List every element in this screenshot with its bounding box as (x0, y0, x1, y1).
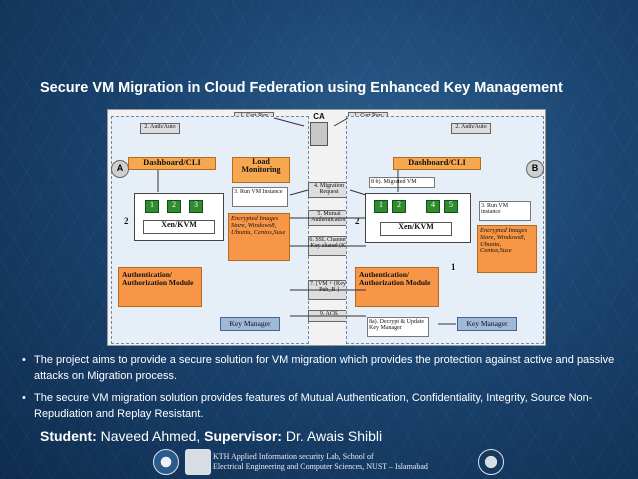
dashboard-right: Dashboard/CLI (393, 157, 481, 170)
step-4: 4. Migration Request (308, 182, 350, 198)
cloud-b-label: B (526, 160, 544, 178)
slide-title: Secure VM Migration in Cloud Federation … (40, 80, 563, 96)
num-1-right: 1 (451, 263, 456, 272)
vm-right-5: 5 (444, 200, 458, 213)
kth-logo-icon (185, 449, 211, 475)
xen-right: Xen/KVM (380, 222, 452, 236)
auth-module-left: Authentication/ Authorization Module (118, 267, 202, 307)
cloud-a: 2. Auth/Auto Dashboard/CLI Load Monitori… (111, 116, 309, 344)
vm-left-2: 2 (167, 200, 181, 213)
diagram-arrows (157, 117, 456, 325)
key-manager-left: Key Manager (220, 317, 280, 331)
host-left: 1 2 3 Xen/KVM (134, 193, 224, 241)
bullet-dot: • (22, 392, 26, 404)
institute-seal-icon (478, 449, 504, 475)
auth-auto-left: 2. Auth/Auto (140, 123, 180, 134)
dashboard-left: Dashboard/CLI (128, 157, 216, 170)
auth-auto-right: 2. Auth/Auto (451, 123, 491, 134)
cloud-b: 2. Auth/Auto Dashboard/CLI 8 b). Migrate… (346, 116, 544, 344)
supervisor-label: Supervisor: (204, 428, 282, 444)
vm-right-4: 4 (426, 200, 440, 213)
images-left: Encrypted Images Store, Windows8, Ubuntu… (228, 213, 290, 261)
run-vm-left: 3. Run VM Instance (232, 187, 288, 207)
bullet-dot: • (22, 354, 26, 366)
num-2-left: 2 (124, 217, 129, 226)
student-line: Student: Naveed Ahmed, Supervisor: Dr. A… (40, 428, 382, 444)
supervisor-name: Dr. Awais Shibli (285, 428, 383, 444)
host-right: 1 2 4 5 Xen/KVM (365, 193, 471, 243)
auth-module-right: Authentication/ Authorization Module (355, 267, 439, 307)
vm-right-1: 1 (374, 200, 388, 213)
architecture-diagram: 1. Cert Req 1. Cert Req CA 2. Auth/Auto … (107, 109, 546, 346)
images-right: Encrypted Images Store, Windows8, Ubuntu… (477, 225, 537, 273)
student-name: Naveed Ahmed, (100, 428, 201, 444)
xen-left: Xen/KVM (143, 220, 215, 234)
num-2-right: 2 (355, 217, 360, 226)
ca-server: CA (304, 113, 334, 149)
bullet-2-text: The secure VM migration solution provide… (34, 392, 593, 420)
cloud-a-label: A (111, 160, 129, 178)
load-monitoring: Load Monitoring (232, 157, 290, 183)
step-8a: 8a). Decrypt & Update Key Manager (367, 317, 429, 337)
vm-right-2: 2 (392, 200, 406, 213)
bullet-1: • The project aims to provide a secure s… (22, 352, 630, 384)
server-icon (310, 122, 328, 147)
footer-affiliation: KTH Applied Information security Lab, Sc… (213, 452, 428, 472)
bullet-1-text: The project aims to provide a secure sol… (34, 354, 615, 382)
migrated-vm: 8 b). Migrated VM (369, 177, 435, 188)
bullet-2: • The secure VM migration solution provi… (22, 390, 630, 422)
run-vm-right: 3. Run VM instance (479, 201, 531, 221)
key-manager-right: Key Manager (457, 317, 517, 331)
footer-line-1: KTH Applied Information security Lab, Sc… (213, 452, 374, 461)
vm-left-1: 1 (145, 200, 159, 213)
vm-left-3: 3 (189, 200, 203, 213)
footer-line-2: Electrical Engineering and Computer Scie… (213, 462, 428, 471)
student-label: Student: (40, 428, 97, 444)
university-seal-icon (153, 449, 179, 475)
ca-label: CA (313, 113, 325, 121)
